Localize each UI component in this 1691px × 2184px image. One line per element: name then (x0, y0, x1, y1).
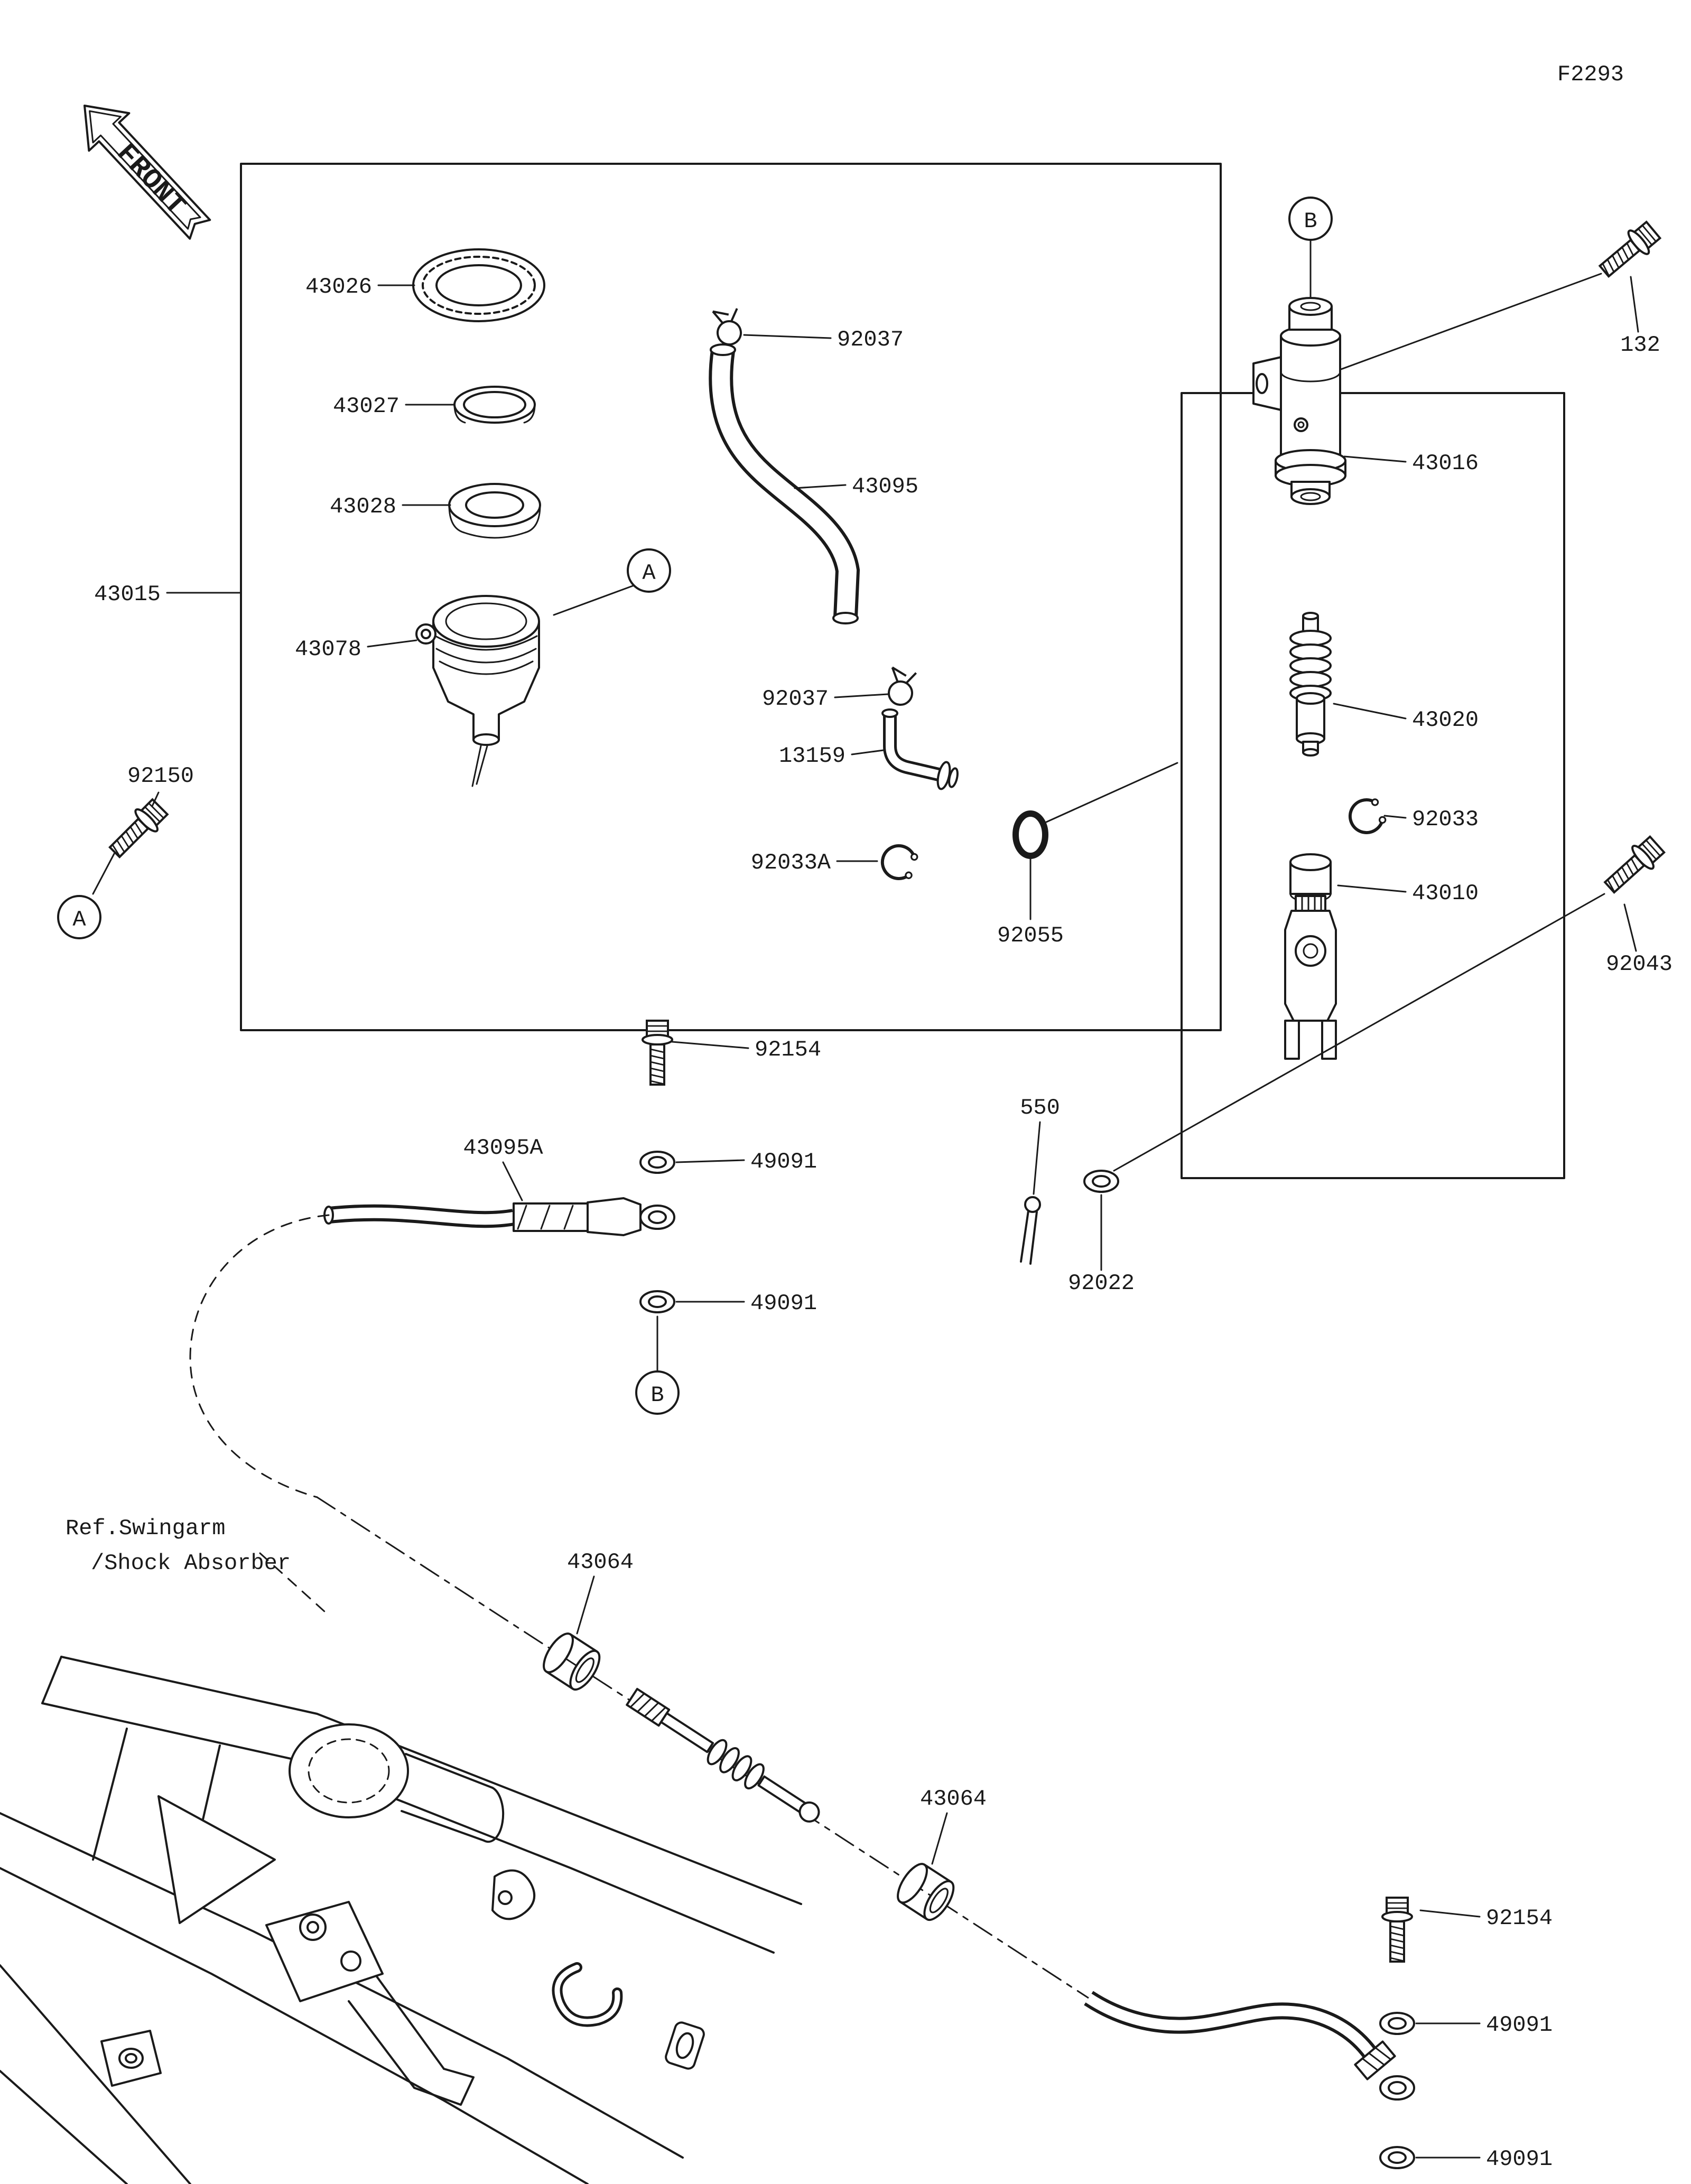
reservoir-cap (412, 248, 545, 322)
part-label-43026: 43026 (305, 274, 372, 300)
washer-49091-4 (1379, 2146, 1415, 2169)
connector-b-2: B (635, 1315, 680, 1415)
part-label-43064-1: 43064 (567, 1550, 634, 1575)
part-label-92043: 92043 (1606, 951, 1673, 977)
washer-92022 (1083, 1170, 1119, 1193)
banjo-bolt-92154-bottom (1381, 1897, 1413, 1963)
reference-label: Ref.Swingarm /Shock Absorber (66, 1516, 291, 1576)
front-arrow: FRONT (83, 105, 211, 240)
part-label-92037-1: 92037 (837, 327, 904, 352)
connector-a-2: A (57, 895, 101, 939)
part-label-43095: 43095 (852, 474, 918, 499)
connector-a-1-label: A (642, 561, 656, 586)
part-label-92055: 92055 (997, 923, 1064, 948)
figure-code: F2293 (1557, 62, 1624, 87)
part-label-49091-4: 49091 (1486, 2146, 1553, 2172)
part-labels: 43026 43027 43028 43015 43078 92150 9203… (94, 274, 1673, 2172)
spring-43020 (1289, 612, 1332, 757)
part-label-92150: 92150 (127, 763, 194, 789)
clevis-pin-axis-line (1113, 893, 1605, 1172)
ref-shock-absorber-label: /Shock Absorber (91, 1551, 291, 1576)
flange-bolt-92150 (104, 797, 170, 863)
diaphragm (448, 483, 541, 539)
washer-49091-3 (1379, 2012, 1415, 2035)
hose-clamp-2 (886, 666, 918, 708)
brake-hose-43095a (189, 1197, 675, 1498)
part-label-43028: 43028 (330, 494, 396, 519)
part-label-43095a: 43095A (463, 1135, 543, 1161)
part-label-43027: 43027 (333, 394, 399, 419)
part-label-92154-2: 92154 (1486, 1906, 1553, 1931)
circlip-92033 (1346, 796, 1388, 836)
bolt-132 (1593, 217, 1664, 284)
front-label: FRONT (109, 138, 191, 222)
part-label-49091-3: 49091 (1486, 2012, 1553, 2038)
part-label-43020: 43020 (1412, 707, 1479, 733)
part-label-92033: 92033 (1412, 807, 1479, 832)
leader-lines (151, 276, 1639, 2159)
part-label-49091-2: 49091 (750, 1291, 817, 1316)
cap-plate (453, 386, 536, 424)
clevis-pin-92043 (1599, 832, 1668, 900)
ref-swingarm-label: Ref.Swingarm (66, 1516, 225, 1541)
part-label-92154-1: 92154 (755, 1037, 821, 1062)
swingarm-drawing (0, 1552, 802, 2184)
part-label-43015: 43015 (94, 582, 161, 607)
part-label-550: 550 (1020, 1095, 1060, 1121)
damper-43064-2 (891, 1858, 960, 1926)
part-label-92037-2: 92037 (762, 686, 829, 712)
part-label-49091-1: 49091 (750, 1149, 817, 1174)
hose-clamp-1 (711, 305, 746, 348)
part-label-43010: 43010 (1412, 881, 1479, 906)
sub-assembly-box (1181, 392, 1565, 1179)
part-label-92022: 92022 (1068, 1271, 1135, 1296)
part-label-43078: 43078 (295, 637, 361, 662)
washer-49091-2 (639, 1290, 675, 1313)
pushrod-assembly (626, 1687, 820, 1823)
brake-hose-43095 (709, 343, 860, 624)
rear-brake-hose (1084, 1991, 1415, 2101)
reservoir-body (415, 595, 540, 787)
connector-b-1-label: B (1304, 209, 1317, 234)
connector-a-1: A (553, 548, 671, 616)
cotter-pin-550 (1020, 1196, 1041, 1265)
part-label-132: 132 (1620, 332, 1660, 358)
leader-92150-a (92, 853, 115, 895)
bolt-132-axis-line (1333, 273, 1602, 373)
joint-pipe-13159 (881, 708, 959, 790)
part-label-13159: 13159 (779, 743, 846, 769)
banjo-bolt-92154-top (642, 1020, 673, 1086)
master-cylinder-43016 (1252, 297, 1346, 505)
connector-b-2-label: B (651, 1383, 664, 1408)
o-ring-92055 (1012, 762, 1178, 859)
part-label-43064-2: 43064 (920, 1786, 987, 1812)
part-label-92033a: 92033A (751, 850, 831, 875)
circlip-92033a (877, 841, 922, 884)
washer-49091-1 (639, 1151, 675, 1174)
main-assembly-box (240, 163, 1222, 1031)
push-rod-43010 (1284, 853, 1337, 1060)
part-label-43016: 43016 (1412, 451, 1479, 476)
connector-a-2-label: A (72, 907, 86, 932)
connector-b-1: B (1288, 197, 1333, 298)
